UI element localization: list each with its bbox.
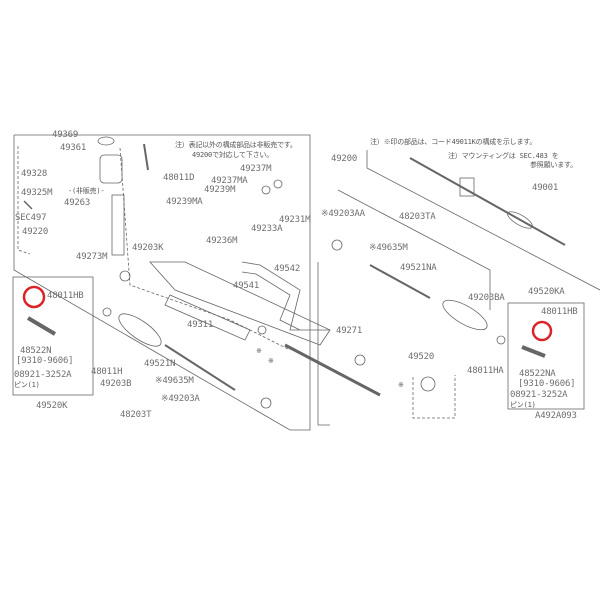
clamp-49203AA (331, 239, 343, 251)
part-label-48522N[interactable]: 48522N (20, 346, 52, 356)
part-label-49220[interactable]: 49220 (22, 227, 49, 237)
part-label-49542[interactable]: 49542 (274, 264, 301, 274)
part-label-49237M[interactable]: 49237M (240, 164, 272, 174)
box-49520K (12, 276, 94, 396)
frame-main (13, 134, 311, 431)
note-star-parts: 注）※印の部品は、コード49011Kの構成を示します。 (370, 138, 537, 146)
part-label-49236M[interactable]: 49236M (206, 236, 238, 246)
cap-49369 (97, 136, 115, 146)
part-label-08921-3252A-left[interactable]: 08921-3252A (14, 370, 72, 380)
part-label-49203A[interactable]: ※49203A (161, 394, 200, 404)
part-label-49325M[interactable]: 49325M (21, 188, 53, 198)
part-label-49203B[interactable]: 49203B (100, 379, 132, 389)
inner-tie-rod-left (164, 344, 236, 391)
star-mark-1: ※ (256, 347, 262, 355)
note-not-sold-line1: 注）表記以外の構成部品は非販売です。 (175, 141, 297, 149)
rack-bar (284, 343, 381, 397)
arrow-sec497 (23, 200, 33, 210)
nut-48011HA (496, 335, 506, 345)
part-label-49635M-left[interactable]: ※49635M (155, 376, 194, 386)
clamp-49203A (260, 397, 272, 409)
assembly-49001-valve (459, 177, 475, 197)
part-label-49001[interactable]: 49001 (532, 183, 559, 193)
part-label-49203AA[interactable]: ※49203AA (321, 209, 365, 219)
frame-dashed-valve (119, 147, 291, 351)
pin-qty-right: ピン(1) (510, 401, 536, 409)
date-range-left: [9310-9606] (16, 356, 74, 366)
part-label-49203BA[interactable]: 49203BA (468, 293, 505, 303)
highlight-circle-left (22, 285, 46, 309)
note-not-sold-tag: -(非販売)- (68, 187, 105, 195)
part-label-49521N[interactable]: 49521N (144, 359, 176, 369)
part-label-49231M[interactable]: 49231M (279, 215, 311, 225)
part-label-49520KA[interactable]: 49520KA (528, 287, 565, 297)
tie-rod-end-left (26, 316, 57, 336)
assembly-49001-boot (507, 211, 533, 229)
highlight-circle-right (531, 320, 553, 342)
valve-body (99, 154, 123, 184)
pipe-49541 (241, 271, 301, 331)
part-label-08921-3252A-right[interactable]: 08921-3252A (510, 390, 568, 400)
note-mounting-line1: 注）マウンティングは SEC.483 を (448, 152, 559, 160)
tie-rod-end-right (521, 345, 546, 358)
assembly-49001-rack (409, 157, 566, 246)
frame-dashed-pinion (17, 146, 31, 255)
part-label-49541[interactable]: 49541 (233, 281, 260, 291)
pin-qty-left: ピン(1) (14, 381, 40, 389)
part-label-49273M[interactable]: 49273M (76, 252, 108, 262)
frame-rack-lower (317, 262, 330, 426)
nut-48011H (102, 307, 112, 317)
ring-49273M (119, 270, 131, 282)
note-not-sold-line2: 49200で対応して下さい。 (192, 151, 274, 159)
pipe-49542 (241, 261, 330, 331)
part-label-49521NA[interactable]: 49521NA (400, 263, 437, 273)
part-label-49203K[interactable]: 49203K (132, 243, 164, 253)
rack-tube (164, 294, 251, 341)
inner-tie-rod-right (369, 264, 431, 299)
part-label-49233A[interactable]: 49233A (251, 224, 283, 234)
rack-housing (149, 261, 331, 346)
part-label-49271[interactable]: 49271 (336, 326, 363, 336)
frame-dashed-49520 (412, 375, 456, 419)
part-label-48011H[interactable]: 48011H (91, 367, 123, 377)
part-label-48011HA[interactable]: 48011HA (467, 366, 504, 376)
ring-49271b (354, 354, 366, 366)
bolt-48011D (143, 143, 149, 171)
part-label-48011D[interactable]: 48011D (163, 173, 195, 183)
section-ref-sec497[interactable]: SEC497 (15, 213, 47, 223)
part-label-49239MA[interactable]: 49239MA (166, 197, 203, 207)
box-49520KA (507, 302, 585, 410)
star-mark-2: ※ (268, 357, 274, 365)
part-label-49200[interactable]: 49200 (331, 154, 358, 164)
frame-49200 (366, 150, 600, 291)
part-label-48203T[interactable]: 48203T (120, 410, 152, 420)
part-label-49311[interactable]: 49311 (187, 320, 214, 330)
part-label-49520[interactable]: 49520 (408, 352, 435, 362)
part-label-49328[interactable]: 49328 (21, 169, 48, 179)
seal-49520 (420, 376, 436, 392)
part-label-49239M[interactable]: 49239M (204, 185, 236, 195)
part-label-49520K[interactable]: 49520K (36, 401, 68, 411)
date-range-right: [9310-9606] (518, 379, 576, 389)
part-label-49361[interactable]: 49361 (60, 143, 87, 153)
ring-49271a (257, 325, 267, 335)
note-mounting-line2: 参照願います。 (530, 161, 577, 169)
boot-left (118, 313, 162, 347)
part-label-49635M-right[interactable]: ※49635M (369, 243, 408, 253)
star-mark-3: ※ (398, 381, 404, 389)
ring-49231M (273, 179, 283, 189)
pinion-shaft (111, 194, 125, 256)
part-label-49237MA[interactable]: 49237MA (211, 176, 248, 186)
part-label-48011HB-left[interactable]: 48011HB (47, 291, 84, 301)
part-label-49369[interactable]: 49369 (52, 130, 79, 140)
part-label-48011HB-right[interactable]: 48011HB (541, 307, 578, 317)
diagram-ref-code: A492A093 (535, 411, 577, 421)
frame-48203TA (337, 189, 491, 310)
part-label-49263[interactable]: 49263 (64, 198, 91, 208)
part-label-48203TA[interactable]: 48203TA (399, 212, 436, 222)
boot-right (442, 299, 488, 331)
part-label-48522NA[interactable]: 48522NA (519, 369, 556, 379)
ring-49233A (261, 185, 271, 195)
